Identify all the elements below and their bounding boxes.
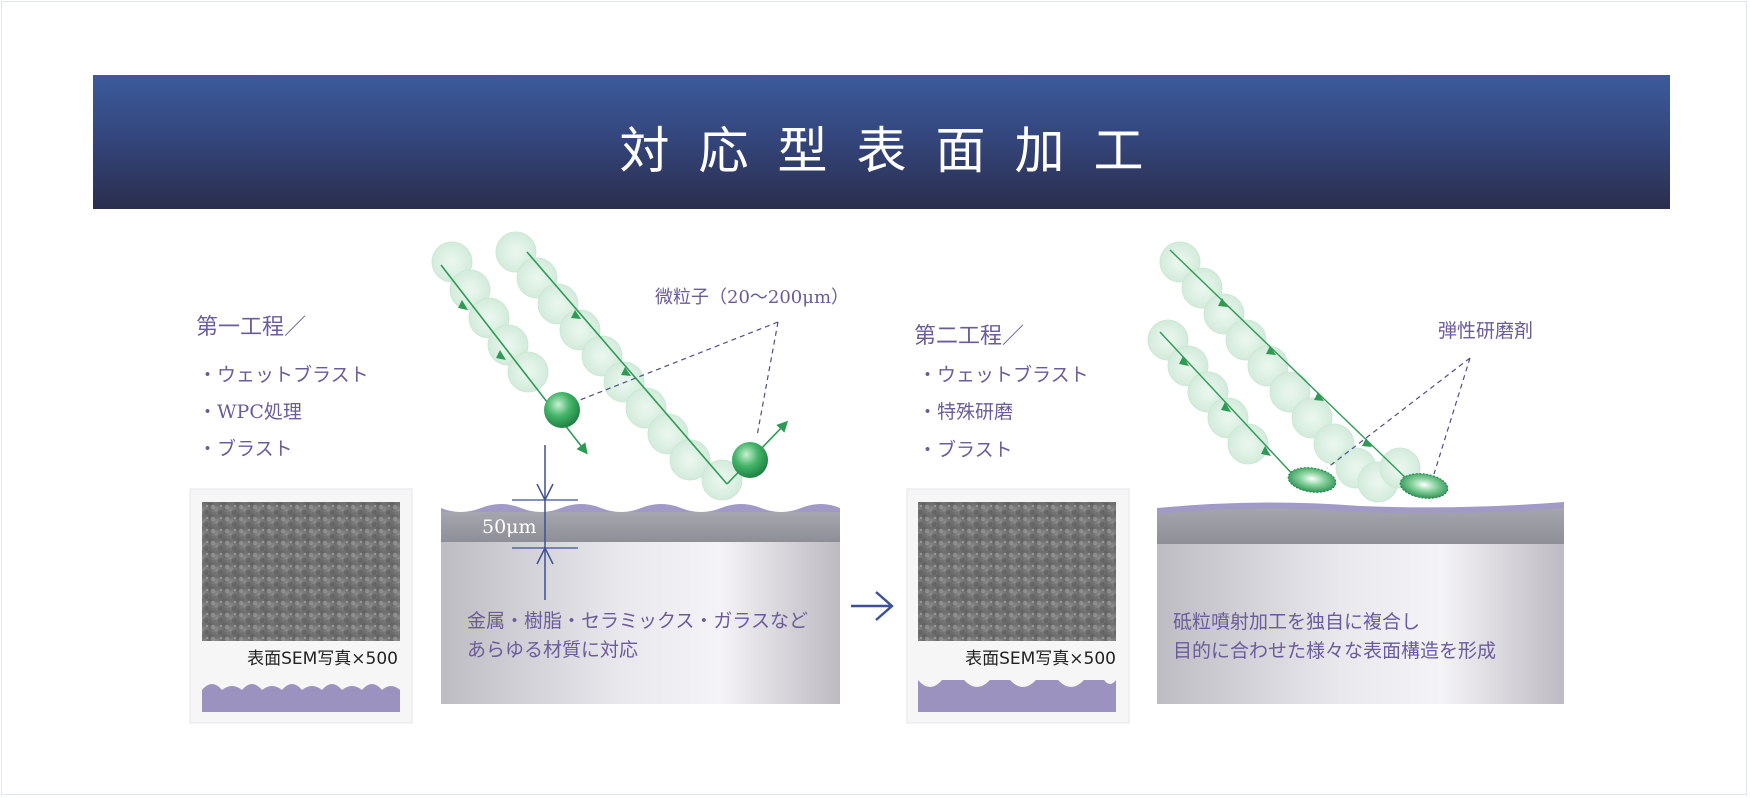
polished-surface-layer [1157, 502, 1564, 514]
title-banner: 対応型表面加工 [93, 75, 1670, 209]
step1-item-wet-blast: ・ウェットブラスト [198, 363, 369, 386]
surface-profile-step1 [202, 684, 400, 712]
blast-surface-layer [441, 504, 840, 512]
right-arrow-icon [851, 591, 894, 621]
particle-size-label: 微粒子（20〜200μm） [655, 287, 849, 308]
abrasive-pellet-2 [1399, 473, 1449, 499]
step2-item-wet-blast: ・ウェットブラスト [918, 363, 1089, 386]
step1-item-wpc: ・WPC処理 [198, 401, 302, 423]
depth-label: 50μm [482, 516, 537, 538]
sem-card-step1: 表面SEM写真×500 [189, 488, 413, 724]
step2-item-blast: ・ブラスト [918, 438, 1013, 461]
sem-photo-step1 [202, 502, 400, 641]
step1-heading: 第一工程／ [196, 315, 306, 340]
particle-trails-1 [431, 231, 789, 501]
sem-caption-step2: 表面SEM写真×500 [965, 649, 1116, 669]
workpiece-block-1 [441, 504, 840, 704]
panel1-body-line1: 金属・樹脂・セラミックス・ガラスなど [467, 610, 808, 632]
panel2-body-line1: 砥粒噴射加工を独自に複合し [1173, 611, 1420, 633]
banner-title: 対応型表面加工 [619, 122, 1173, 180]
sem-card-step2: 表面SEM写真×500 [906, 488, 1130, 724]
abrasive-label-leaders [1326, 357, 1471, 475]
depth-dimension [512, 445, 578, 600]
abrasive-pellet-1 [1287, 467, 1337, 493]
step1-item-blast: ・ブラスト [198, 437, 293, 460]
sem-photo-step2 [918, 502, 1116, 641]
sem-caption-step1: 表面SEM写真×500 [247, 649, 398, 669]
particle-ball-incoming [544, 392, 580, 428]
step2-heading: 第二工程／ [914, 324, 1024, 349]
panel1-body-line2: あらゆる材質に対応 [467, 639, 638, 661]
workpiece-block-2 [1157, 502, 1564, 704]
step2-item-special-polish: ・特殊研磨 [918, 401, 1013, 423]
particle-ball-rebound [732, 442, 768, 478]
abrasive-trails [1147, 241, 1449, 503]
surface-profile-step2 [918, 680, 1116, 712]
panel2-body-line2: 目的に合わせた様々な表面構造を形成 [1173, 640, 1496, 662]
abrasive-label: 弾性研磨剤 [1438, 320, 1533, 342]
particle-label-leaders [579, 321, 779, 437]
